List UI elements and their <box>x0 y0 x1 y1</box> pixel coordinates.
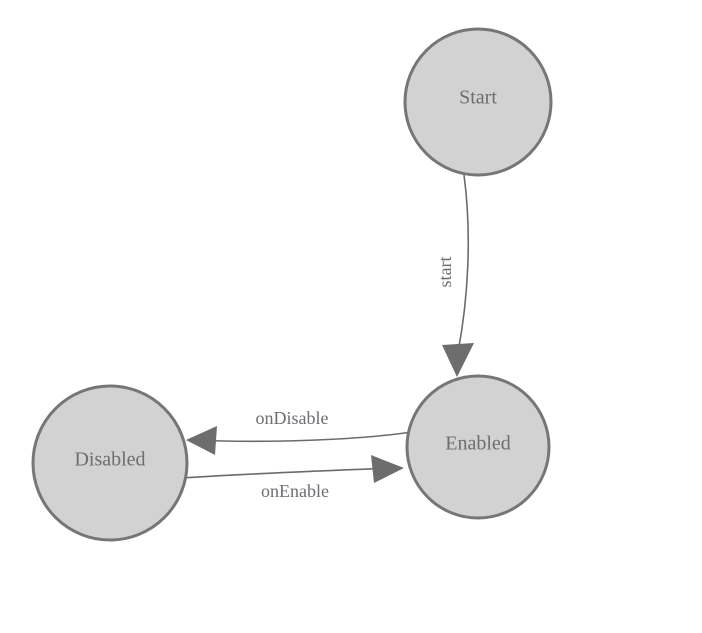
node-enabled-circle <box>405 374 551 520</box>
edge-start-to-enabled[interactable]: start <box>435 174 474 377</box>
edge-disabled-to-enabled[interactable]: onEnable <box>179 455 404 501</box>
edge-enabled-to-disabled-path <box>195 431 413 443</box>
edge-disabled-to-enabled-path <box>179 467 393 479</box>
edge-label-ondisable: onDisable <box>256 408 329 428</box>
node-start-label: Start <box>459 87 497 109</box>
node-start[interactable]: Start <box>403 27 553 177</box>
node-enabled-label: Enabled <box>445 433 511 455</box>
arrowhead-left-icon <box>186 426 217 455</box>
edge-enabled-to-disabled[interactable]: onDisable <box>186 408 413 455</box>
node-enabled[interactable]: Enabled <box>405 374 551 520</box>
arrowhead-right-icon <box>371 455 404 483</box>
edge-label-onenable: onEnable <box>261 481 329 501</box>
node-start-circle <box>403 27 553 177</box>
node-disabled[interactable]: Disabled <box>31 384 189 542</box>
edge-label-start: start <box>435 257 455 288</box>
edge-start-to-enabled-path <box>457 174 470 353</box>
node-disabled-circle <box>31 384 189 542</box>
arrowhead-down-icon <box>442 343 474 377</box>
node-disabled-label: Disabled <box>74 449 145 471</box>
